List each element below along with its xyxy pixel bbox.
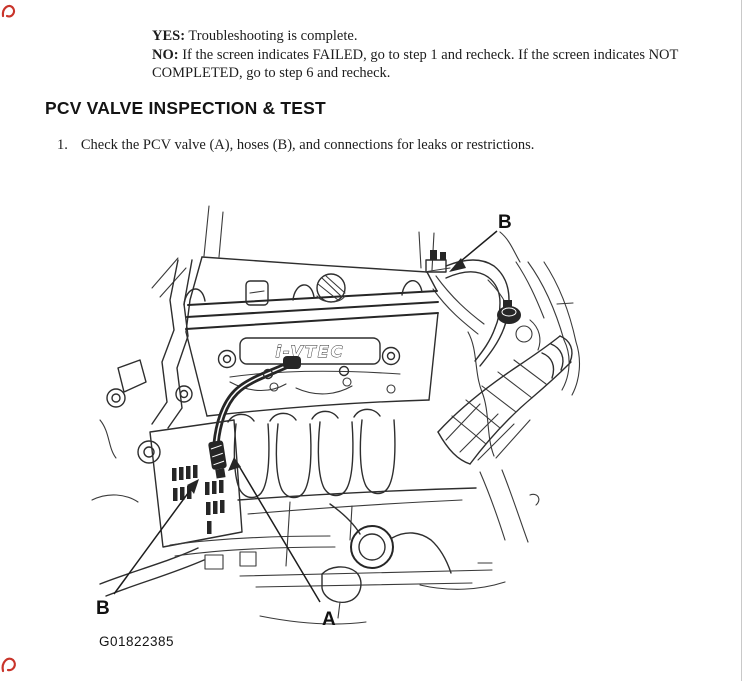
result-line-yes: YES: Troubleshooting is complete. <box>152 27 730 45</box>
callout-hose-bottom: B <box>96 479 199 619</box>
spark-plug-hump <box>401 280 423 296</box>
callout-label-b-bottom: B <box>96 598 110 619</box>
no-label: NO: <box>152 47 179 63</box>
spark-plug-hump <box>292 284 315 301</box>
pcv-hose <box>212 356 350 448</box>
hose-elbow-fitting <box>283 356 301 369</box>
figure-id: G01822385 <box>99 634 175 649</box>
step-text: Check the PCV valve (A), hoses (B), and … <box>80 137 535 153</box>
oil-filler-cap <box>316 273 346 303</box>
arrowhead <box>228 457 241 471</box>
callout-label-b-top: B <box>498 212 512 233</box>
no-text: If the screen indicates FAILED, go to st… <box>152 47 679 81</box>
filler-boss <box>245 280 269 306</box>
lower-hoses <box>99 503 493 625</box>
spark-plug-hump <box>183 288 206 306</box>
arrowhead <box>449 258 466 272</box>
air-intake-duct <box>437 319 573 465</box>
arrowhead <box>187 479 199 494</box>
funnel <box>321 566 362 604</box>
callout-hose-top: B <box>449 212 512 272</box>
pcv-valve <box>208 440 227 479</box>
callout-pcv-valve: A <box>228 457 336 630</box>
breather-hose <box>423 250 521 367</box>
callouts: B B A <box>96 212 512 630</box>
step-number: 1. <box>57 137 68 153</box>
section-heading: PCV VALVE INSPECTION & TEST <box>45 98 326 118</box>
engine-mount-bracket <box>91 259 193 503</box>
valve-cover: i-VTEC <box>183 256 439 417</box>
yes-label: YES: <box>152 28 186 44</box>
ivtec-badge: i-VTEC <box>239 337 381 365</box>
page-edge-line <box>741 0 742 681</box>
intake-manifold <box>227 408 477 567</box>
callout-label-a: A <box>322 609 336 630</box>
background-lines <box>151 205 581 590</box>
yes-text: Troubleshooting is complete. <box>188 28 358 44</box>
result-line-no: NO: If the screen indicates FAILED, go t… <box>152 46 730 82</box>
step-item-1: 1. Check the PCV valve (A), hoses (B), an… <box>57 136 677 154</box>
check-valve <box>497 300 521 324</box>
